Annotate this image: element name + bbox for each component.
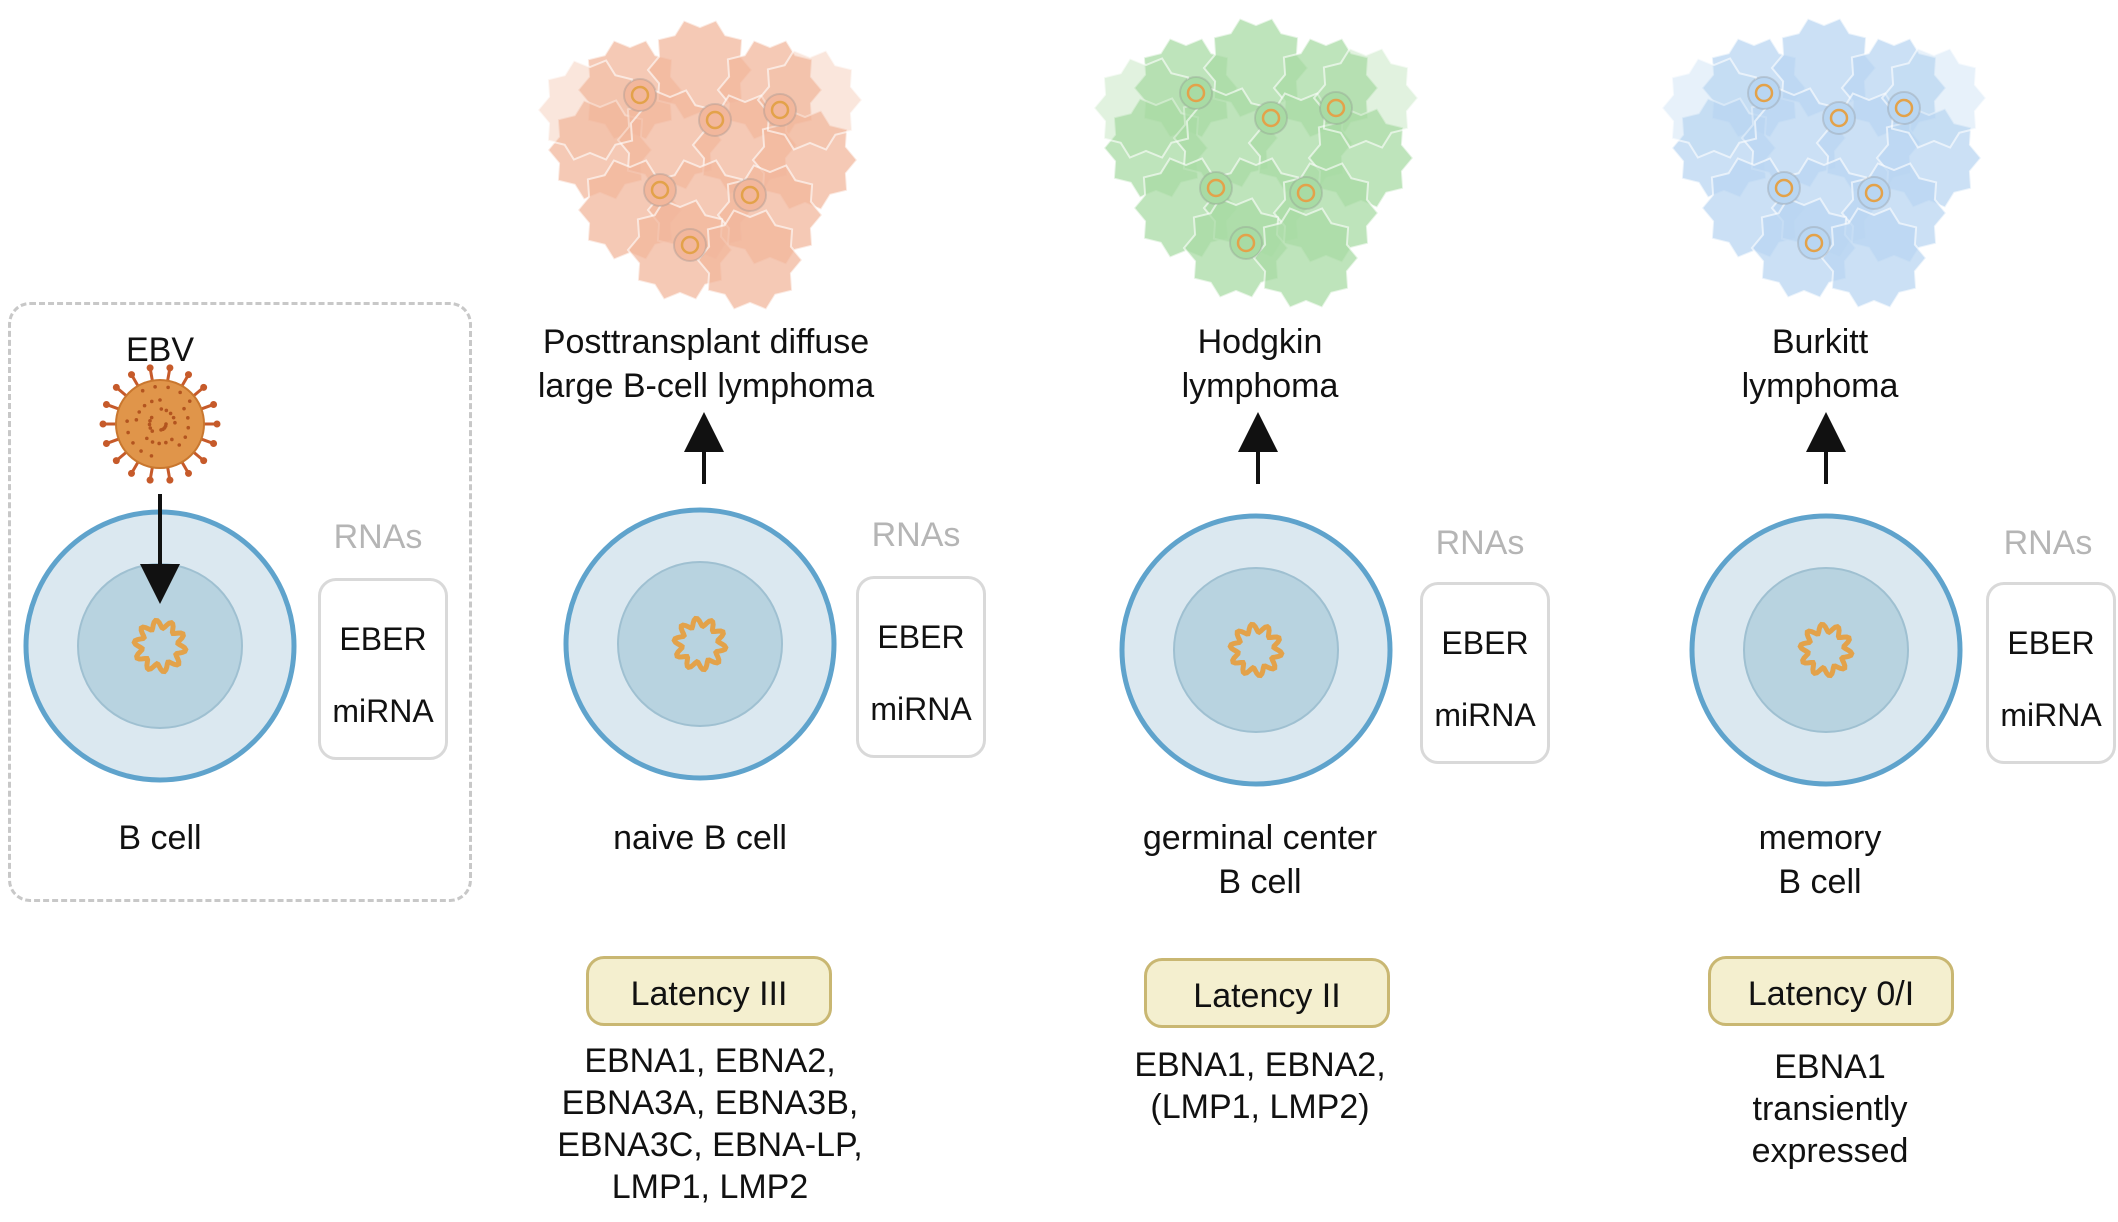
b-cell-icon bbox=[563, 507, 837, 781]
lymphoma-label-hodgkin: Hodgkin lymphoma bbox=[1181, 323, 1339, 405]
lymphoma-label-burkitt: Burkitt lymphoma bbox=[1741, 323, 1899, 405]
rna-box: EBER miRNA bbox=[1986, 582, 2116, 764]
latency-badge-0-i: Latency 0/I bbox=[1708, 956, 1954, 1026]
mirna-label: miRNA bbox=[332, 693, 434, 729]
b-cell-icon bbox=[1689, 513, 1963, 787]
virus-label: EBV bbox=[125, 331, 195, 369]
mirna-label: miRNA bbox=[1434, 697, 1536, 733]
eber-label: EBER bbox=[339, 621, 427, 657]
mirna-label: miRNA bbox=[870, 691, 972, 727]
rnas-header: RNAs bbox=[871, 516, 961, 554]
rna-box: EBER miRNA bbox=[856, 576, 986, 758]
gene-list-latency-iii: EBNA1, EBNA2, EBNA3A, EBNA3B, EBNA3C, EB… bbox=[557, 1042, 863, 1206]
latency-badge-ii: Latency II bbox=[1144, 958, 1390, 1028]
latency-badge-iii: Latency III bbox=[586, 956, 832, 1026]
lymphoma-label-dlbcl: Posttransplant diffuse large B-cell lymp… bbox=[537, 323, 875, 405]
rnas-header: RNAs bbox=[333, 518, 423, 556]
cell-label-germinal-center: germinal center B cell bbox=[1142, 819, 1378, 901]
lymphoma-cell-cluster-icon bbox=[1092, 17, 1420, 309]
cell-label-b-cell: B cell bbox=[118, 819, 202, 857]
rnas-header: RNAs bbox=[2003, 524, 2093, 562]
eber-label: EBER bbox=[877, 619, 965, 655]
rnas-header: RNAs bbox=[1435, 524, 1525, 562]
ebv-episome-icon bbox=[1227, 621, 1285, 679]
mirna-label: miRNA bbox=[2000, 697, 2102, 733]
b-cell-icon bbox=[1119, 513, 1393, 787]
eber-label: EBER bbox=[2007, 625, 2095, 661]
cell-label-memory: memory B cell bbox=[1758, 819, 1882, 901]
ebv-episome-icon bbox=[671, 615, 729, 673]
gene-list-latency-ii: EBNA1, EBNA2, (LMP1, LMP2) bbox=[1134, 1046, 1386, 1126]
ebv-episome-icon bbox=[131, 617, 189, 675]
eber-label: EBER bbox=[1441, 625, 1529, 661]
ebv-episome-icon bbox=[1797, 621, 1855, 679]
rna-box: EBER miRNA bbox=[1420, 582, 1550, 764]
lymphoma-cell-cluster-icon bbox=[536, 19, 864, 311]
lymphoma-cell-cluster-icon bbox=[1660, 17, 1988, 309]
gene-list-latency-0-i: EBNA1 transiently expressed bbox=[1751, 1048, 1909, 1170]
ebv-virion-icon bbox=[99, 364, 221, 484]
rna-box: EBER miRNA bbox=[318, 578, 448, 760]
cell-label-naive: naive B cell bbox=[613, 819, 787, 857]
initial-infection-frame bbox=[8, 302, 472, 902]
